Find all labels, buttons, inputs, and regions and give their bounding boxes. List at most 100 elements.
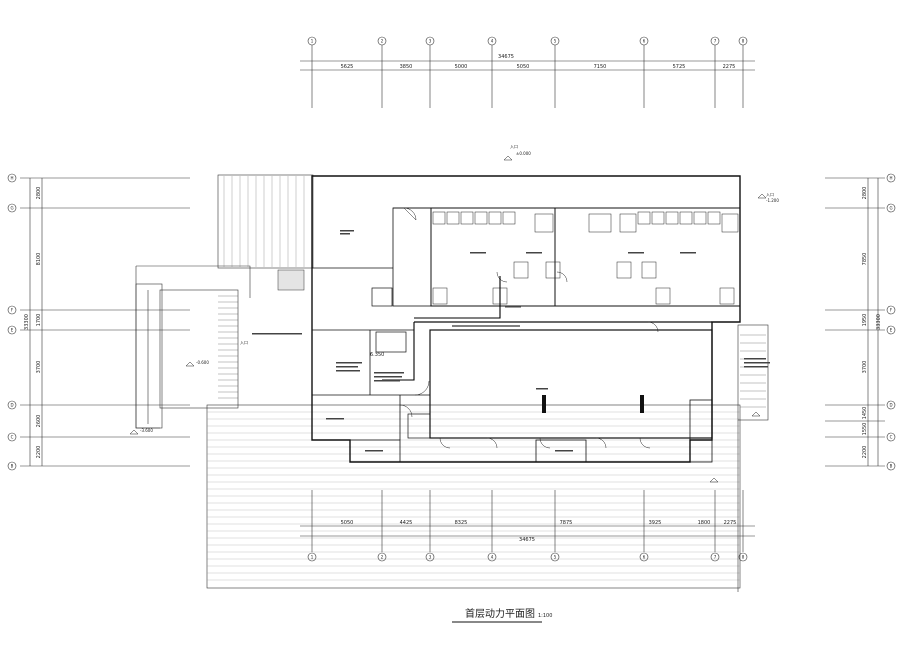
axis-bubble-bottom-7: 7 xyxy=(710,552,720,562)
west-planter-hatch xyxy=(217,174,314,291)
left-dim-6: 2200 xyxy=(36,446,42,459)
right-dim-5: 1450 xyxy=(862,407,868,420)
svg-text:G: G xyxy=(10,206,13,211)
bottom-dim-7: 2275 xyxy=(724,520,737,526)
axis-bubble-bottom-2: 2 xyxy=(377,552,387,562)
entrance-top-label: 入口 xyxy=(510,144,518,149)
axis-bubble-top-3: 3 xyxy=(425,36,435,46)
top-dim-1: 5625 xyxy=(341,64,354,70)
svg-text:C: C xyxy=(11,435,14,440)
top-dim-3: 5000 xyxy=(455,64,468,70)
axis-bubble-bottom-5: 5 xyxy=(550,552,560,562)
axis-bubble-bottom-3: 3 xyxy=(425,552,435,562)
top-dimension-chain xyxy=(300,45,755,108)
svg-text:4: 4 xyxy=(491,555,494,560)
axis-bubble-right-D: D xyxy=(886,400,896,410)
axis-bubble-left-E: E xyxy=(7,325,17,335)
svg-text:1: 1 xyxy=(311,555,314,560)
axis-bubble-right-H: H xyxy=(886,173,896,183)
bottom-total-dimension: 34675 xyxy=(519,537,535,543)
entrance-east-label: 入口 xyxy=(766,192,774,197)
bottom-dim-6: 1800 xyxy=(698,520,711,526)
axis-bubble-right-E: E xyxy=(886,325,896,335)
left-dim-4: 3700 xyxy=(36,361,42,374)
east-ramp xyxy=(737,324,769,592)
building-walls xyxy=(311,175,741,463)
right-dim-4: 3700 xyxy=(862,361,868,374)
left-total-dimension: 33300 xyxy=(24,314,30,330)
axis-bubble-bottom-4: 4 xyxy=(487,552,497,562)
entrance-west-label: 入口 xyxy=(240,340,248,345)
svg-text:3: 3 xyxy=(429,39,432,44)
main-elevation-label: 6.350 xyxy=(370,352,384,358)
svg-text:3: 3 xyxy=(429,555,432,560)
axis-bubble-left-H: H xyxy=(7,173,17,183)
level-top-label: ±0.000 xyxy=(516,151,531,156)
hall-columns xyxy=(542,395,644,413)
svg-text:C: C xyxy=(890,435,893,440)
top-dim-2: 3850 xyxy=(400,64,413,70)
axis-bubble-left-D: D xyxy=(7,400,17,410)
left-dim-3: 1700 xyxy=(36,314,42,327)
svg-text:B: B xyxy=(890,464,893,469)
right-dim-3: 1950 xyxy=(862,314,868,327)
axis-bubble-top-1: 1 xyxy=(307,36,317,46)
drawing-title: 首层动力平面图 xyxy=(465,607,535,620)
left-dim-2: 8100 xyxy=(36,253,42,266)
axis-bubble-bottom-1: 1 xyxy=(307,552,317,562)
right-segment-dimensions: 2800 7850 1950 3700 1450 1550 2200 33300 xyxy=(862,187,882,459)
top-dim-7: 2275 xyxy=(723,64,736,70)
svg-text:D: D xyxy=(889,403,892,408)
left-axis-bubbles: H G F E D C B xyxy=(7,173,17,471)
top-axis-bubbles: 1 2 3 4 5 6 7 8 xyxy=(307,36,748,46)
restroom-fixtures xyxy=(432,211,739,305)
left-dim-5: 2600 xyxy=(36,415,42,428)
svg-text:B: B xyxy=(11,464,14,469)
drawing-scale: 1:100 xyxy=(538,613,552,619)
axis-bubble-left-G: G xyxy=(7,203,17,213)
bottom-dim-4: 7875 xyxy=(560,520,573,526)
axis-bubble-top-2: 2 xyxy=(377,36,387,46)
bottom-dim-2: 4425 xyxy=(400,520,413,526)
axis-bubble-top-8: 8 xyxy=(738,36,748,46)
svg-text:7: 7 xyxy=(714,39,717,44)
svg-text:F: F xyxy=(890,308,893,313)
level-southwest-label: -3.600 xyxy=(140,428,153,433)
svg-text:D: D xyxy=(10,403,13,408)
power-circuits xyxy=(382,276,520,381)
axis-bubble-top-4: 4 xyxy=(487,36,497,46)
axis-bubble-left-B: B xyxy=(7,461,17,471)
axis-bubble-right-G: G xyxy=(886,203,896,213)
svg-text:4: 4 xyxy=(491,39,494,44)
axis-bubble-top-6: 6 xyxy=(639,36,649,46)
elevation-markers xyxy=(129,155,767,483)
axis-bubble-right-B: B xyxy=(886,461,896,471)
right-dim-1: 2800 xyxy=(862,187,868,200)
right-dim-6: 1550 xyxy=(862,423,868,436)
right-dim-2: 7850 xyxy=(862,253,868,266)
bottom-axis-bubbles: 1 2 3 4 5 6 7 8 xyxy=(307,552,748,562)
svg-text:E: E xyxy=(890,328,893,333)
bottom-dim-1: 5050 xyxy=(341,520,354,526)
left-segment-dimensions: 2800 8100 1700 3700 2600 2200 33300 xyxy=(24,187,42,459)
right-dimension-chain xyxy=(825,177,885,467)
level-east-label: -1.200 xyxy=(766,198,779,203)
svg-text:E: E xyxy=(11,328,14,333)
top-dim-4: 5050 xyxy=(517,64,530,70)
svg-text:1: 1 xyxy=(311,39,314,44)
axis-bubble-right-C: C xyxy=(886,432,896,442)
axis-bubble-right-F: F xyxy=(886,305,896,315)
top-total-dimension: 34675 xyxy=(498,54,514,60)
axis-bubble-bottom-6: 6 xyxy=(639,552,649,562)
svg-text:5: 5 xyxy=(554,555,557,560)
svg-text:2: 2 xyxy=(381,555,384,560)
east-ramp-steps xyxy=(740,334,766,408)
west-terrace xyxy=(135,265,251,429)
bottom-dim-5: 3925 xyxy=(649,520,662,526)
svg-text:2: 2 xyxy=(381,39,384,44)
bottom-dimension-chain xyxy=(300,490,755,552)
axis-bubble-left-C: C xyxy=(7,432,17,442)
right-dim-7: 2200 xyxy=(862,446,868,459)
svg-text:6: 6 xyxy=(643,39,646,44)
